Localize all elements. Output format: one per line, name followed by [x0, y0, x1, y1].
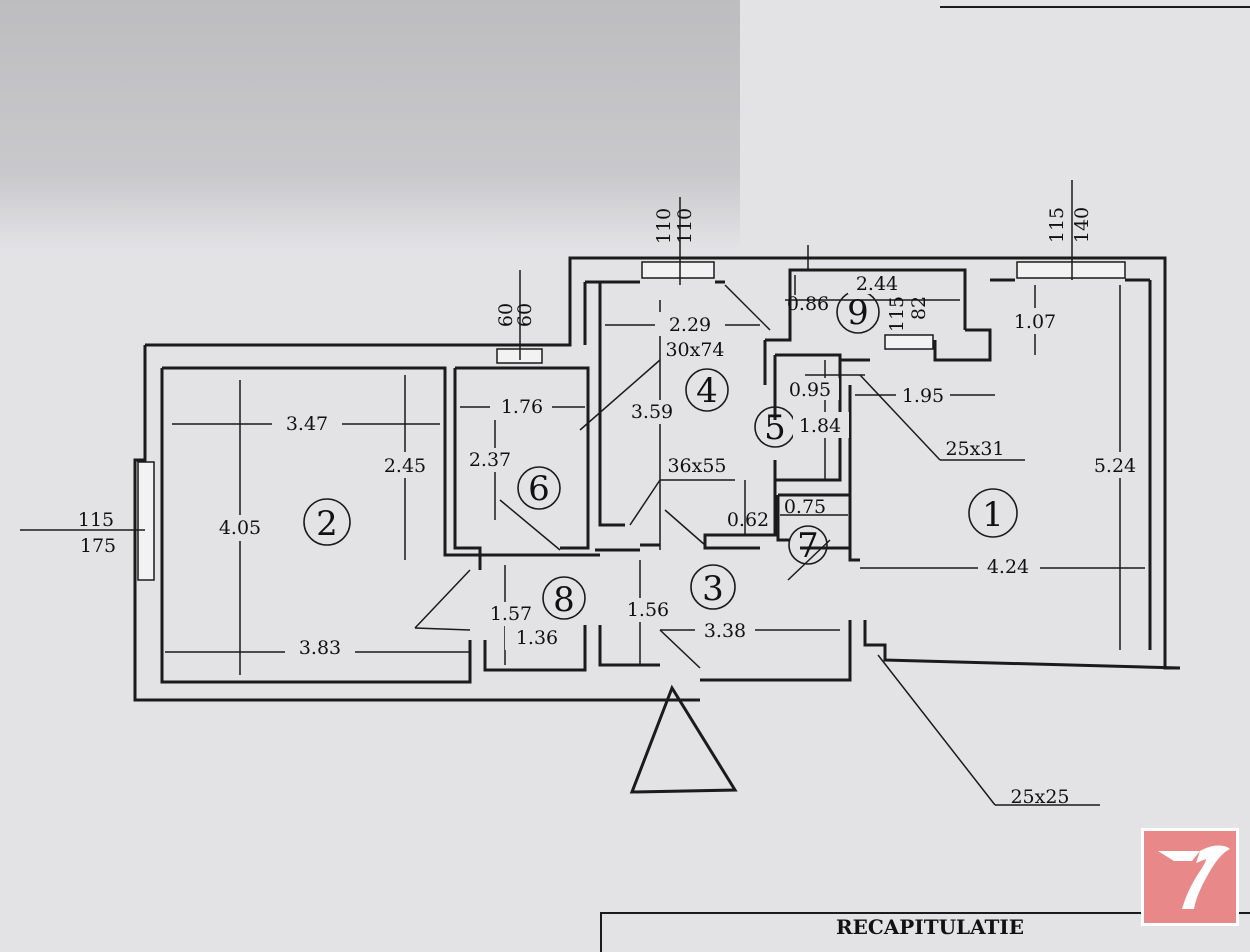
- opening-top-left-b: 110: [674, 208, 696, 244]
- opening-west-a: 115: [78, 509, 114, 531]
- entrance-triangle: [629, 684, 738, 794]
- top-table-border: [940, 0, 1250, 8]
- room-4-circle: [685, 368, 729, 412]
- outer-walls: [133, 256, 1181, 702]
- room-9-number: 9: [847, 293, 869, 333]
- room-5-number: 5: [764, 408, 786, 448]
- dim-r8-width: 1.57: [490, 603, 532, 625]
- dimension-labels: 3.47 2.45 4.05 3.83 1.76 2.37 2.29 30x74…: [205, 272, 1147, 808]
- dim-r8-bottom: 1.36: [516, 627, 558, 649]
- room-3-number: 3: [702, 569, 724, 609]
- dim-r2-height: 4.05: [219, 517, 261, 539]
- dim-r1-width-top: 1.95: [902, 385, 944, 407]
- room-3-circle: [690, 564, 736, 610]
- watermark-logo: [1141, 828, 1239, 926]
- opening-west-b: 175: [80, 535, 116, 557]
- room-2-number: 2: [316, 504, 338, 544]
- opening-small-a: 60: [495, 303, 517, 327]
- dim-r4-height: 3.59: [631, 401, 673, 423]
- dim-r5-width: 0.95: [789, 379, 831, 401]
- room-1-circle: [968, 488, 1018, 538]
- room-6-number: 6: [528, 469, 550, 509]
- dim-r9-win2: 82: [908, 296, 930, 320]
- room-6-circle: [517, 466, 561, 510]
- window-shaft: [884, 334, 934, 350]
- dim-r9-width: 2.44: [856, 273, 898, 295]
- recap-table-header: RECAPITULATIE: [600, 912, 1250, 952]
- room-8-circle: [542, 576, 586, 620]
- dim-r4-width: 2.29: [669, 314, 711, 336]
- dim-r6-width: 1.76: [501, 396, 543, 418]
- leader-lines: [414, 284, 1100, 806]
- dim-r2-bottom: 3.83: [299, 637, 341, 659]
- room-7-number: 7: [797, 526, 819, 566]
- dim-r2-height-in: 2.45: [384, 455, 426, 477]
- dim-r2-width: 3.47: [286, 413, 328, 435]
- windows: [137, 261, 1126, 581]
- dim-r1-width: 4.24: [987, 556, 1029, 578]
- photo-shadow: [0, 0, 740, 250]
- opening-top-right-a: 115: [1046, 207, 1068, 243]
- opening-top-left-a: 110: [653, 208, 675, 244]
- opening-small-b: 60: [514, 303, 536, 327]
- dim-r4-beam: 30x74: [665, 339, 724, 361]
- dim-r7-width: 0.75: [784, 496, 826, 518]
- dim-r4-beam2: 36x55: [667, 455, 726, 477]
- room-markers: 1 2 3 4 5 6 7 8 9: [303, 290, 1018, 620]
- dim-r7-depth: 0.62: [727, 509, 769, 531]
- room-7-circle: [788, 525, 828, 565]
- window-west: [137, 461, 155, 581]
- dim-column-bottom: 25x25: [1010, 786, 1069, 808]
- dim-r1-height: 5.24: [1094, 455, 1136, 477]
- dim-r6-height: 2.37: [469, 449, 511, 471]
- room-8-number: 8: [553, 580, 575, 620]
- dim-r1-column: 25x31: [945, 438, 1004, 460]
- dim-r9-win: 115: [886, 296, 908, 332]
- dim-r9-depth: 0.86: [787, 293, 829, 315]
- opening-labels: 110 110 115 140 60 60 115 175: [78, 207, 1093, 557]
- dim-r3-bottom: 3.38: [704, 620, 746, 642]
- room-4-number: 4: [696, 371, 718, 411]
- dim-r1-alcove: 1.07: [1014, 311, 1056, 333]
- room-2-circle: [303, 498, 351, 546]
- window-north-left: [641, 261, 715, 279]
- window-north-right: [1016, 261, 1126, 279]
- logo-mark-icon: [1158, 845, 1230, 909]
- room-1-number: 1: [982, 495, 1004, 535]
- dim-r3-width: 1.56: [627, 599, 669, 621]
- dim-r5-height: 1.84: [799, 415, 841, 437]
- opening-top-right-b: 140: [1071, 207, 1093, 243]
